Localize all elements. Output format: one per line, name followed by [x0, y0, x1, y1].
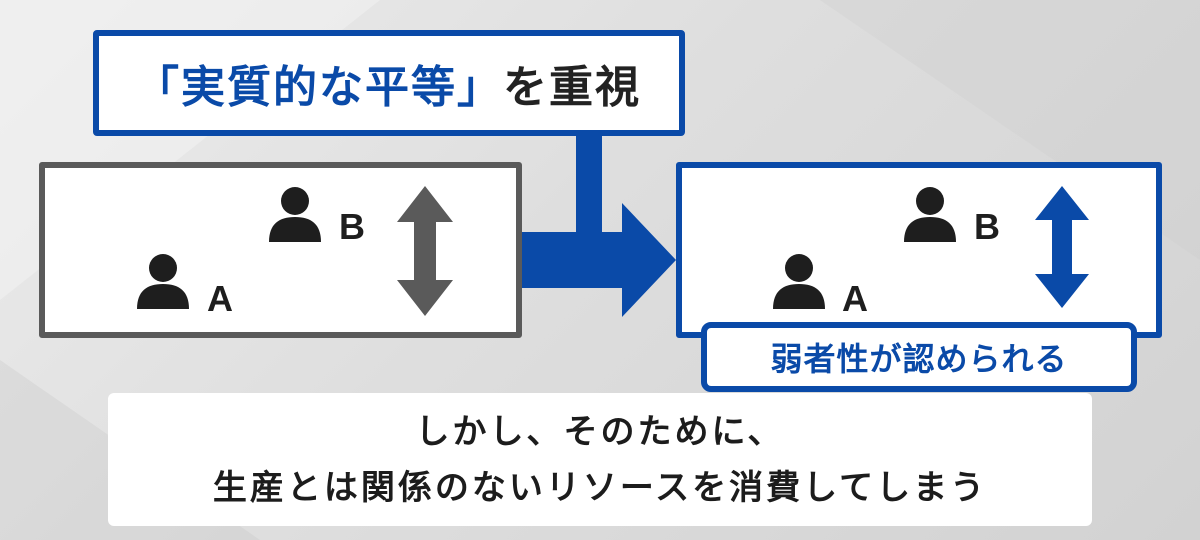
title-box: 「実質的な平等」を重視 [93, 30, 685, 136]
person-b-label: B [974, 206, 1000, 247]
person-a-icon [769, 251, 829, 311]
person-b-label: B [339, 206, 365, 247]
caption-line-2: 生産とは関係のないリソースを消費してしまう [212, 467, 988, 508]
gap-arrow-icon [1035, 186, 1089, 308]
person-b-icon [900, 184, 960, 244]
caption-box: しかし、そのために、 生産とは関係のないリソースを消費してしまう [108, 393, 1092, 526]
vulnerability-recognized-label: 弱者性が認められる [701, 322, 1137, 392]
person-a-label: A [842, 278, 868, 319]
title-highlight: 「実質的な平等」 [135, 62, 503, 113]
before-panel: B A [39, 162, 522, 338]
title-suffix: を重視 [503, 62, 641, 113]
person-a-icon [133, 251, 193, 311]
gap-arrow-icon [397, 186, 453, 316]
caption-line-1: しかし、そのために、 [415, 411, 785, 452]
after-panel: B A [676, 162, 1162, 338]
person-a-label: A [207, 278, 233, 319]
person-b-icon [265, 184, 325, 244]
